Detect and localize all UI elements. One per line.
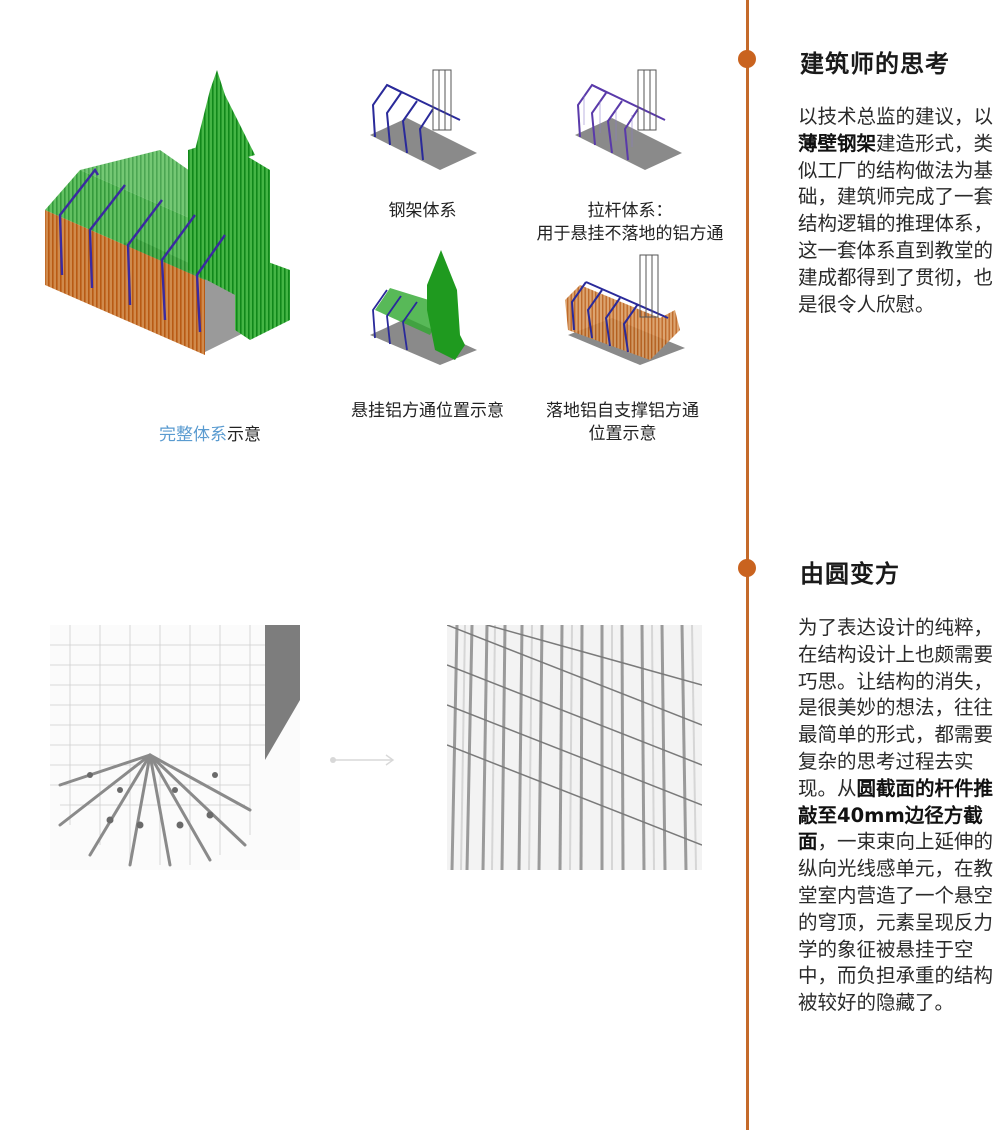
caption-grounded-aluminum: 落地铝自支撑铝方通位置示意 xyxy=(546,401,699,444)
caption-complete-system: 完整体系示意 xyxy=(159,425,261,445)
steel-frame-system-image xyxy=(365,65,480,170)
timeline-dot-2 xyxy=(738,559,756,577)
section-paragraph-round-to-square: 为了表达设计的纯粹，在结构设计上也颇需要巧思。让结构的消失，是很美妙的想法，往往… xyxy=(798,616,994,1015)
caption-tie-rod-system: 拉杆体系：用于悬挂不落地的铝方通 xyxy=(536,201,724,244)
arrow-right-icon xyxy=(328,752,398,768)
square-section-rods-render xyxy=(447,625,702,870)
caption-steel-frame-system: 钢架体系 xyxy=(388,201,457,221)
complete-system-model-image xyxy=(40,70,300,360)
tie-rod-system-image xyxy=(570,65,685,170)
grounded-aluminum-position-image xyxy=(560,250,690,365)
round-section-rods-render xyxy=(50,625,300,870)
timeline-dot-1 xyxy=(738,50,756,68)
section-heading-round-to-square: 由圆变方 xyxy=(800,560,900,588)
suspended-aluminum-position-image xyxy=(365,250,480,365)
caption-suspended-aluminum: 悬挂铝方通位置示意 xyxy=(351,401,504,421)
section-heading-architect-thinking: 建筑师的思考 xyxy=(800,50,950,78)
section-paragraph-architect-thinking: 以技术总监的建议，以薄壁钢架建造形式，类似工厂的结构做法为基础，建筑师完成了一套… xyxy=(798,105,994,316)
